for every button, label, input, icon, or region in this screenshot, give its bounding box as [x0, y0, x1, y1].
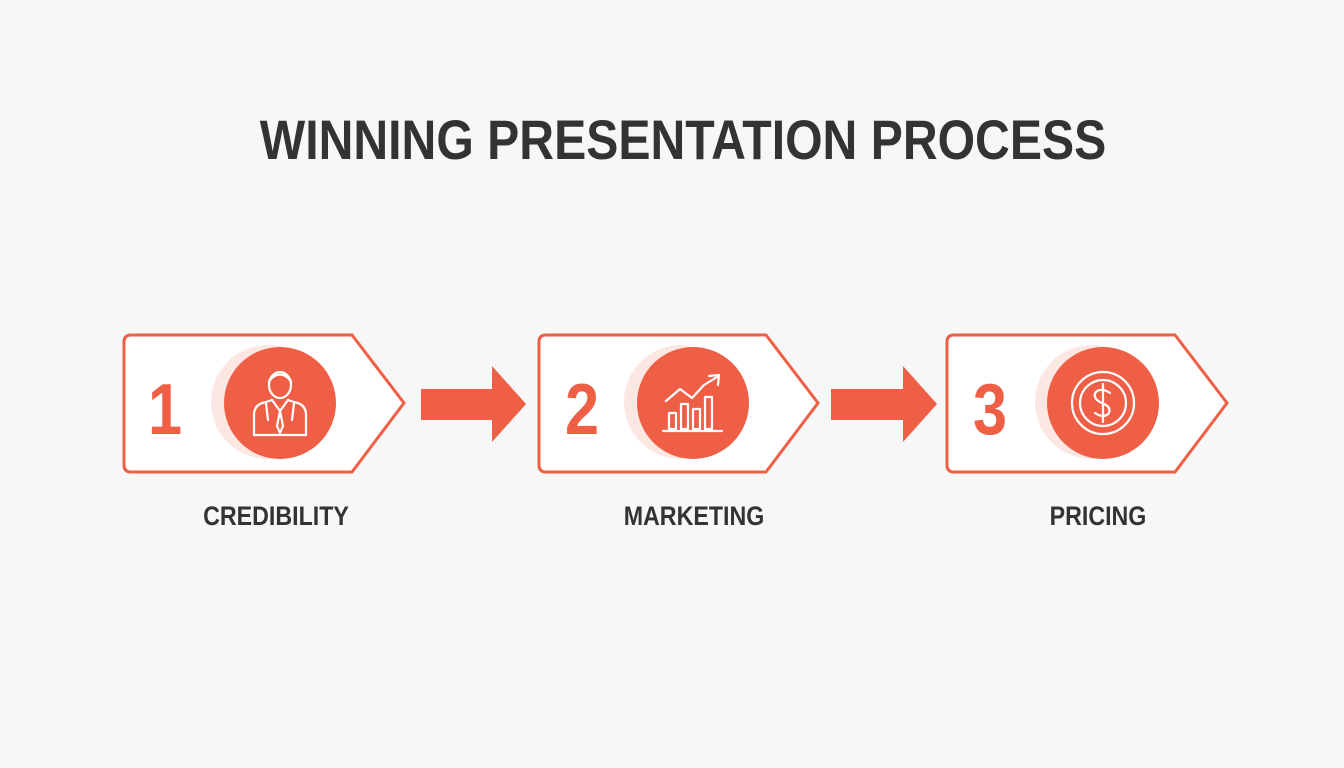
- step-2-icon-circle: [637, 347, 749, 459]
- step-1: 1: [122, 333, 406, 474]
- step-2: 2: [537, 333, 820, 474]
- step-2-label: MARKETING: [623, 501, 765, 531]
- step-1-icon-circle: [224, 347, 336, 459]
- step-1-label: CREDIBILITY: [203, 501, 349, 531]
- page-title: WINNING PRESENTATION PROCESS: [259, 108, 1107, 171]
- step-3-label: PRICING: [1049, 501, 1147, 531]
- flow-arrow-2: [831, 366, 937, 442]
- growth-chart-icon: [661, 373, 724, 433]
- step-1-number: 1: [148, 370, 182, 450]
- step-3-number: 3: [973, 370, 1007, 450]
- step-3: 3: [945, 333, 1229, 474]
- flow-arrow-1: [421, 366, 526, 442]
- dollar-coin-icon: [1070, 370, 1136, 436]
- step-2-number: 2: [565, 370, 599, 450]
- businessman-icon: [252, 370, 308, 437]
